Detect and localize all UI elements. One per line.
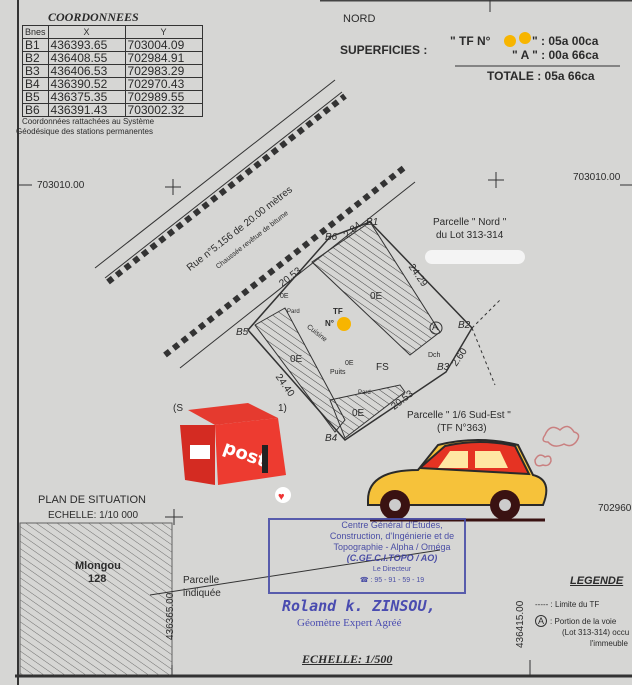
plan-scale: ECHELLE: 1/500 <box>302 652 393 666</box>
cell: 436406.53 <box>47 64 126 78</box>
legend-title: LEGENDE <box>570 575 624 587</box>
marker-a: A <box>432 322 439 332</box>
cell: 702983.29 <box>124 64 203 78</box>
stamp-phone: ☎ : 95 - 91 - 59 - 19 <box>359 577 425 584</box>
legend-item: (Lot 313-314) occu <box>562 628 630 637</box>
situation-lot: 128 <box>88 573 107 585</box>
room-label: Puits <box>330 369 346 376</box>
borne-b5: B5 <box>236 327 249 338</box>
situation-parcel-label: Parcelle <box>183 575 220 586</box>
tf-number: N° <box>325 319 334 328</box>
col-header: Bnes <box>22 25 49 39</box>
north-label: NORD <box>343 13 376 25</box>
surfaces-label: SUPERFICIES : <box>340 43 428 57</box>
cell: B2 <box>22 51 49 65</box>
legend-item: ----- : Limite du TF <box>535 600 600 609</box>
borne-b1: B1 <box>366 217 379 228</box>
grid-label: 436365.00 <box>165 592 176 640</box>
cell: 436390.52 <box>47 77 126 91</box>
parcel-north-label: Parcelle " Nord " <box>433 217 507 228</box>
legend-item: l'immeuble <box>590 639 628 648</box>
grid-label: 702960 <box>598 503 632 514</box>
cell: 702970.43 <box>124 77 203 91</box>
zone-label: FS <box>376 362 389 373</box>
col-header: Y <box>124 25 203 39</box>
legend-item: : Portion de la voie <box>550 617 617 626</box>
mailbox-sticker: post ♥ <box>180 403 291 503</box>
surveyor-name: Roland k. ZINSOU, <box>282 597 436 615</box>
surveyor-title: Géomètre Expert Agréé <box>297 617 402 629</box>
borne-b2: B2 <box>458 320 471 331</box>
situation-parcel-label: indiquée <box>183 588 221 599</box>
parcel-se-label: (TF N°363) <box>437 423 487 434</box>
cell: 702984.91 <box>124 51 203 65</box>
cell: B1 <box>22 38 49 52</box>
col-header: X <box>47 25 126 39</box>
cell: 436375.35 <box>47 90 126 104</box>
tf-label: TF <box>333 307 343 316</box>
parcel-se-label: Parcelle " 1/6 Sud-Est " <box>407 410 511 421</box>
legend-marker-a: A <box>535 615 547 627</box>
zone-label: 0E <box>290 354 303 365</box>
coordinates-note: Géodésique des stations permanentes <box>16 127 153 136</box>
cell: B3 <box>22 64 49 78</box>
borne-b6: B6 <box>325 232 338 243</box>
stamp-line: (C.GE.C.I.TOPO / AO) <box>346 553 438 563</box>
partial-label: 1) <box>278 403 287 414</box>
zone-label: 0E <box>345 360 354 367</box>
cell: B4 <box>22 77 49 91</box>
cell: B6 <box>22 103 49 117</box>
cell: 703002.32 <box>124 103 203 117</box>
partial-label: (S <box>173 403 183 414</box>
zone-label: 0E <box>370 291 383 302</box>
surface-tf-label: " TF N° <box>450 34 491 48</box>
room-label: Pard <box>287 309 300 315</box>
surface-tf-value: " : 05a 00ca <box>532 34 599 48</box>
situation-scale: ECHELLE: 1/10 000 <box>48 510 139 521</box>
parcel-north-label: du Lot 313-314 <box>436 230 504 241</box>
coordinates-title: COORDONNEES <box>48 10 139 24</box>
stamp-line: Centre Général d'Etudes, <box>341 520 443 530</box>
zone-label: 0E <box>280 293 289 300</box>
surface-total: TOTALE : 05a 66ca <box>487 69 595 83</box>
stamp-line: Le Directeur <box>372 566 412 573</box>
borne-b3: B3 <box>437 362 450 373</box>
situation-place: Mlongou <box>75 560 121 572</box>
cell: 436393.65 <box>47 38 126 52</box>
borne-b4: B4 <box>325 433 338 444</box>
grid-label: 703010.00 <box>37 180 85 191</box>
situation-title: PLAN DE SITUATION <box>38 494 146 506</box>
room-label: Pard <box>358 390 371 396</box>
cell: 702989.55 <box>124 90 203 104</box>
room-label: Dch <box>428 352 441 359</box>
heart-icon: ♥ <box>278 491 285 503</box>
zone-label: 0E <box>352 408 365 419</box>
cell: 436391.43 <box>47 103 126 117</box>
cloud-sticker <box>534 425 580 467</box>
company-stamp: Centre Général d'Etudes, Construction, d… <box>268 518 466 594</box>
cell: 436408.55 <box>47 51 126 65</box>
car-sticker <box>367 439 548 522</box>
stamp-line: Construction, d'Ingénierie et de <box>329 531 455 541</box>
grid-label: 703010.00 <box>573 172 621 183</box>
stamp-line: Topographie - Alpha / Oméga <box>333 542 451 552</box>
coordinates-note: Coordonnées rattachées au Système <box>22 117 155 126</box>
grid-label: 436415.00 <box>515 600 526 648</box>
cell: B5 <box>22 90 49 104</box>
surface-a-value: " A " : 00a 66ca <box>512 48 599 62</box>
cell: 703004.09 <box>124 38 203 52</box>
